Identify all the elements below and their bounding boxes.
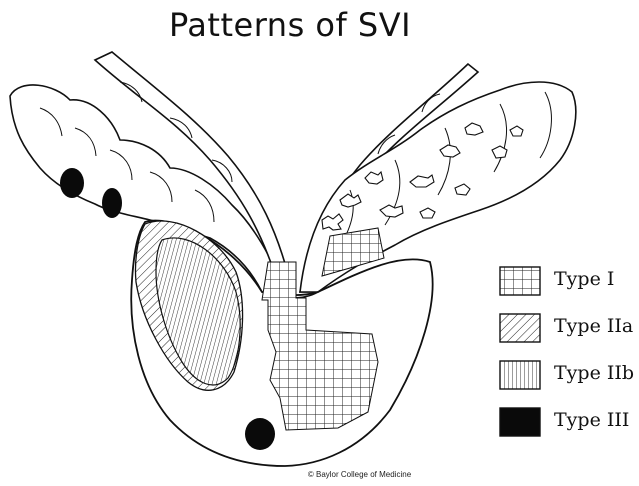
legend: Type I Type IIa Type IIb Type III [500,262,635,470]
legend-item-type-1: Type I [500,262,635,314]
legend-label-type-3: Type III [554,409,629,431]
copyright-credit: © Baylor College of Medicine [0,470,639,479]
type-3-lesion-1 [60,168,84,198]
legend-label-type-2a: Type IIa [554,315,633,337]
legend-label-type-1: Type I [554,268,614,290]
legend-item-type-2a: Type IIa [500,309,635,361]
type-3-lesion-2 [102,188,122,218]
legend-label-type-2b: Type IIb [554,362,634,384]
legend-item-type-3: Type III [500,403,635,455]
legend-item-type-2b: Type IIb [500,356,635,408]
type-3-lesion-3 [245,418,275,450]
